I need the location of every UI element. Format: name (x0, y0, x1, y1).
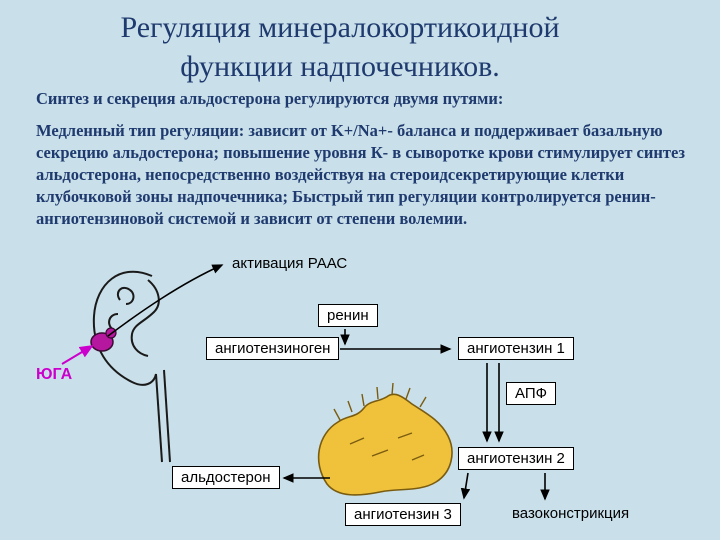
angiotensin2-box: ангиотензин 2 (458, 447, 574, 470)
raas-diagram: активация РААС ренин ангиотензиноген анг… (0, 252, 720, 540)
slide-title: Регуляция минералокортикоидной функции н… (20, 8, 660, 86)
intro-text: Синтез и секреция альдостерона регулирую… (36, 89, 504, 108)
slide-title-line1: Регуляция минералокортикоидной (120, 11, 560, 44)
slide-title-line2: функции надпочечников. (180, 50, 500, 83)
vasoconstriction-label: вазоконстрикция (512, 505, 630, 522)
angiotensin1-box: ангиотензин 1 (458, 337, 574, 360)
aldosterone-box: альдостерон (172, 466, 280, 489)
body-text: Медленный тип регуляции: зависит от K+/N… (36, 121, 685, 228)
flow-arrows (107, 264, 550, 501)
angiotensin3-box: ангиотензин 3 (345, 503, 461, 526)
raas-activation-label: активация РААС (232, 255, 348, 272)
juga-pointer-arrow (61, 344, 94, 365)
apf-box: АПФ (506, 382, 557, 405)
angiotensinogen-box: ангиотензиноген (206, 337, 340, 360)
renin-box: ренин (318, 304, 378, 327)
juga-label: ЮГА (36, 366, 73, 383)
juxtaglomerular-blob (90, 332, 114, 352)
adrenal-gland-illustration (317, 382, 453, 496)
diagram-artwork (61, 264, 550, 501)
